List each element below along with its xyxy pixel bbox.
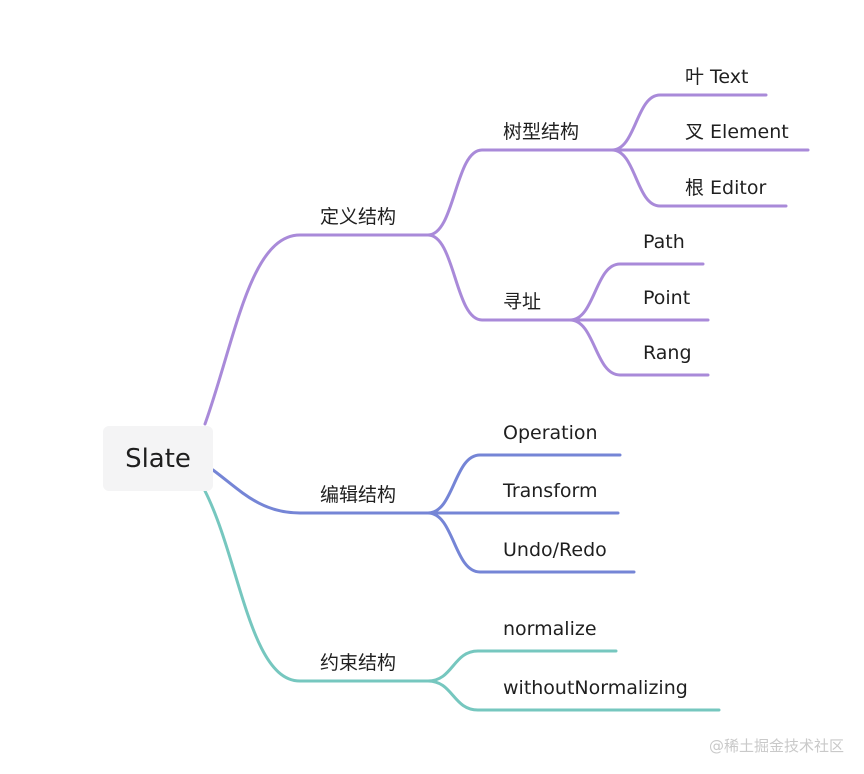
branch-define-structure[interactable]: 定义结构	[320, 206, 397, 228]
edge-root-constraint	[203, 489, 430, 683]
edge-addressing-rang	[568, 318, 710, 377]
leaf-without-normalizing[interactable]: withoutNormalizing	[503, 677, 688, 699]
leaf-point[interactable]: Point	[643, 287, 691, 309]
edge-root-define	[203, 233, 430, 426]
edge-constraint-without	[426, 679, 721, 712]
root-label: Slate	[125, 443, 191, 474]
leaf-undo-redo[interactable]: Undo/Redo	[503, 539, 607, 561]
edge-tree-editor	[610, 148, 788, 208]
edge-addressing-path	[568, 262, 705, 322]
leaf-transform[interactable]: Transform	[503, 480, 598, 502]
edge-define-tree	[426, 148, 614, 237]
leaf-rang[interactable]: Rang	[643, 342, 692, 364]
leaf-element[interactable]: 叉 Element	[685, 121, 789, 143]
edge-tree-text	[610, 93, 768, 152]
leaf-path[interactable]: Path	[643, 231, 685, 253]
branch-constraint-structure[interactable]: 约束结构	[320, 652, 397, 674]
branch-edit-structure[interactable]: 编辑结构	[320, 484, 397, 506]
edge-edit-undo	[426, 511, 636, 574]
leaf-text[interactable]: 叶 Text	[685, 66, 749, 88]
edge-constraint-normalize	[426, 649, 618, 683]
watermark: @稀土掘金技术社区	[708, 737, 844, 755]
edge-root-edit	[211, 468, 430, 515]
node-tree-structure[interactable]: 树型结构	[503, 121, 580, 143]
edge-define-addressing	[426, 233, 572, 322]
leaf-operation[interactable]: Operation	[503, 422, 598, 444]
leaf-editor[interactable]: 根 Editor	[685, 177, 767, 199]
root-node[interactable]	[103, 426, 213, 491]
edge-edit-operation	[426, 453, 622, 515]
node-addressing[interactable]: 寻址	[503, 291, 542, 313]
leaf-normalize[interactable]: normalize	[503, 618, 597, 640]
